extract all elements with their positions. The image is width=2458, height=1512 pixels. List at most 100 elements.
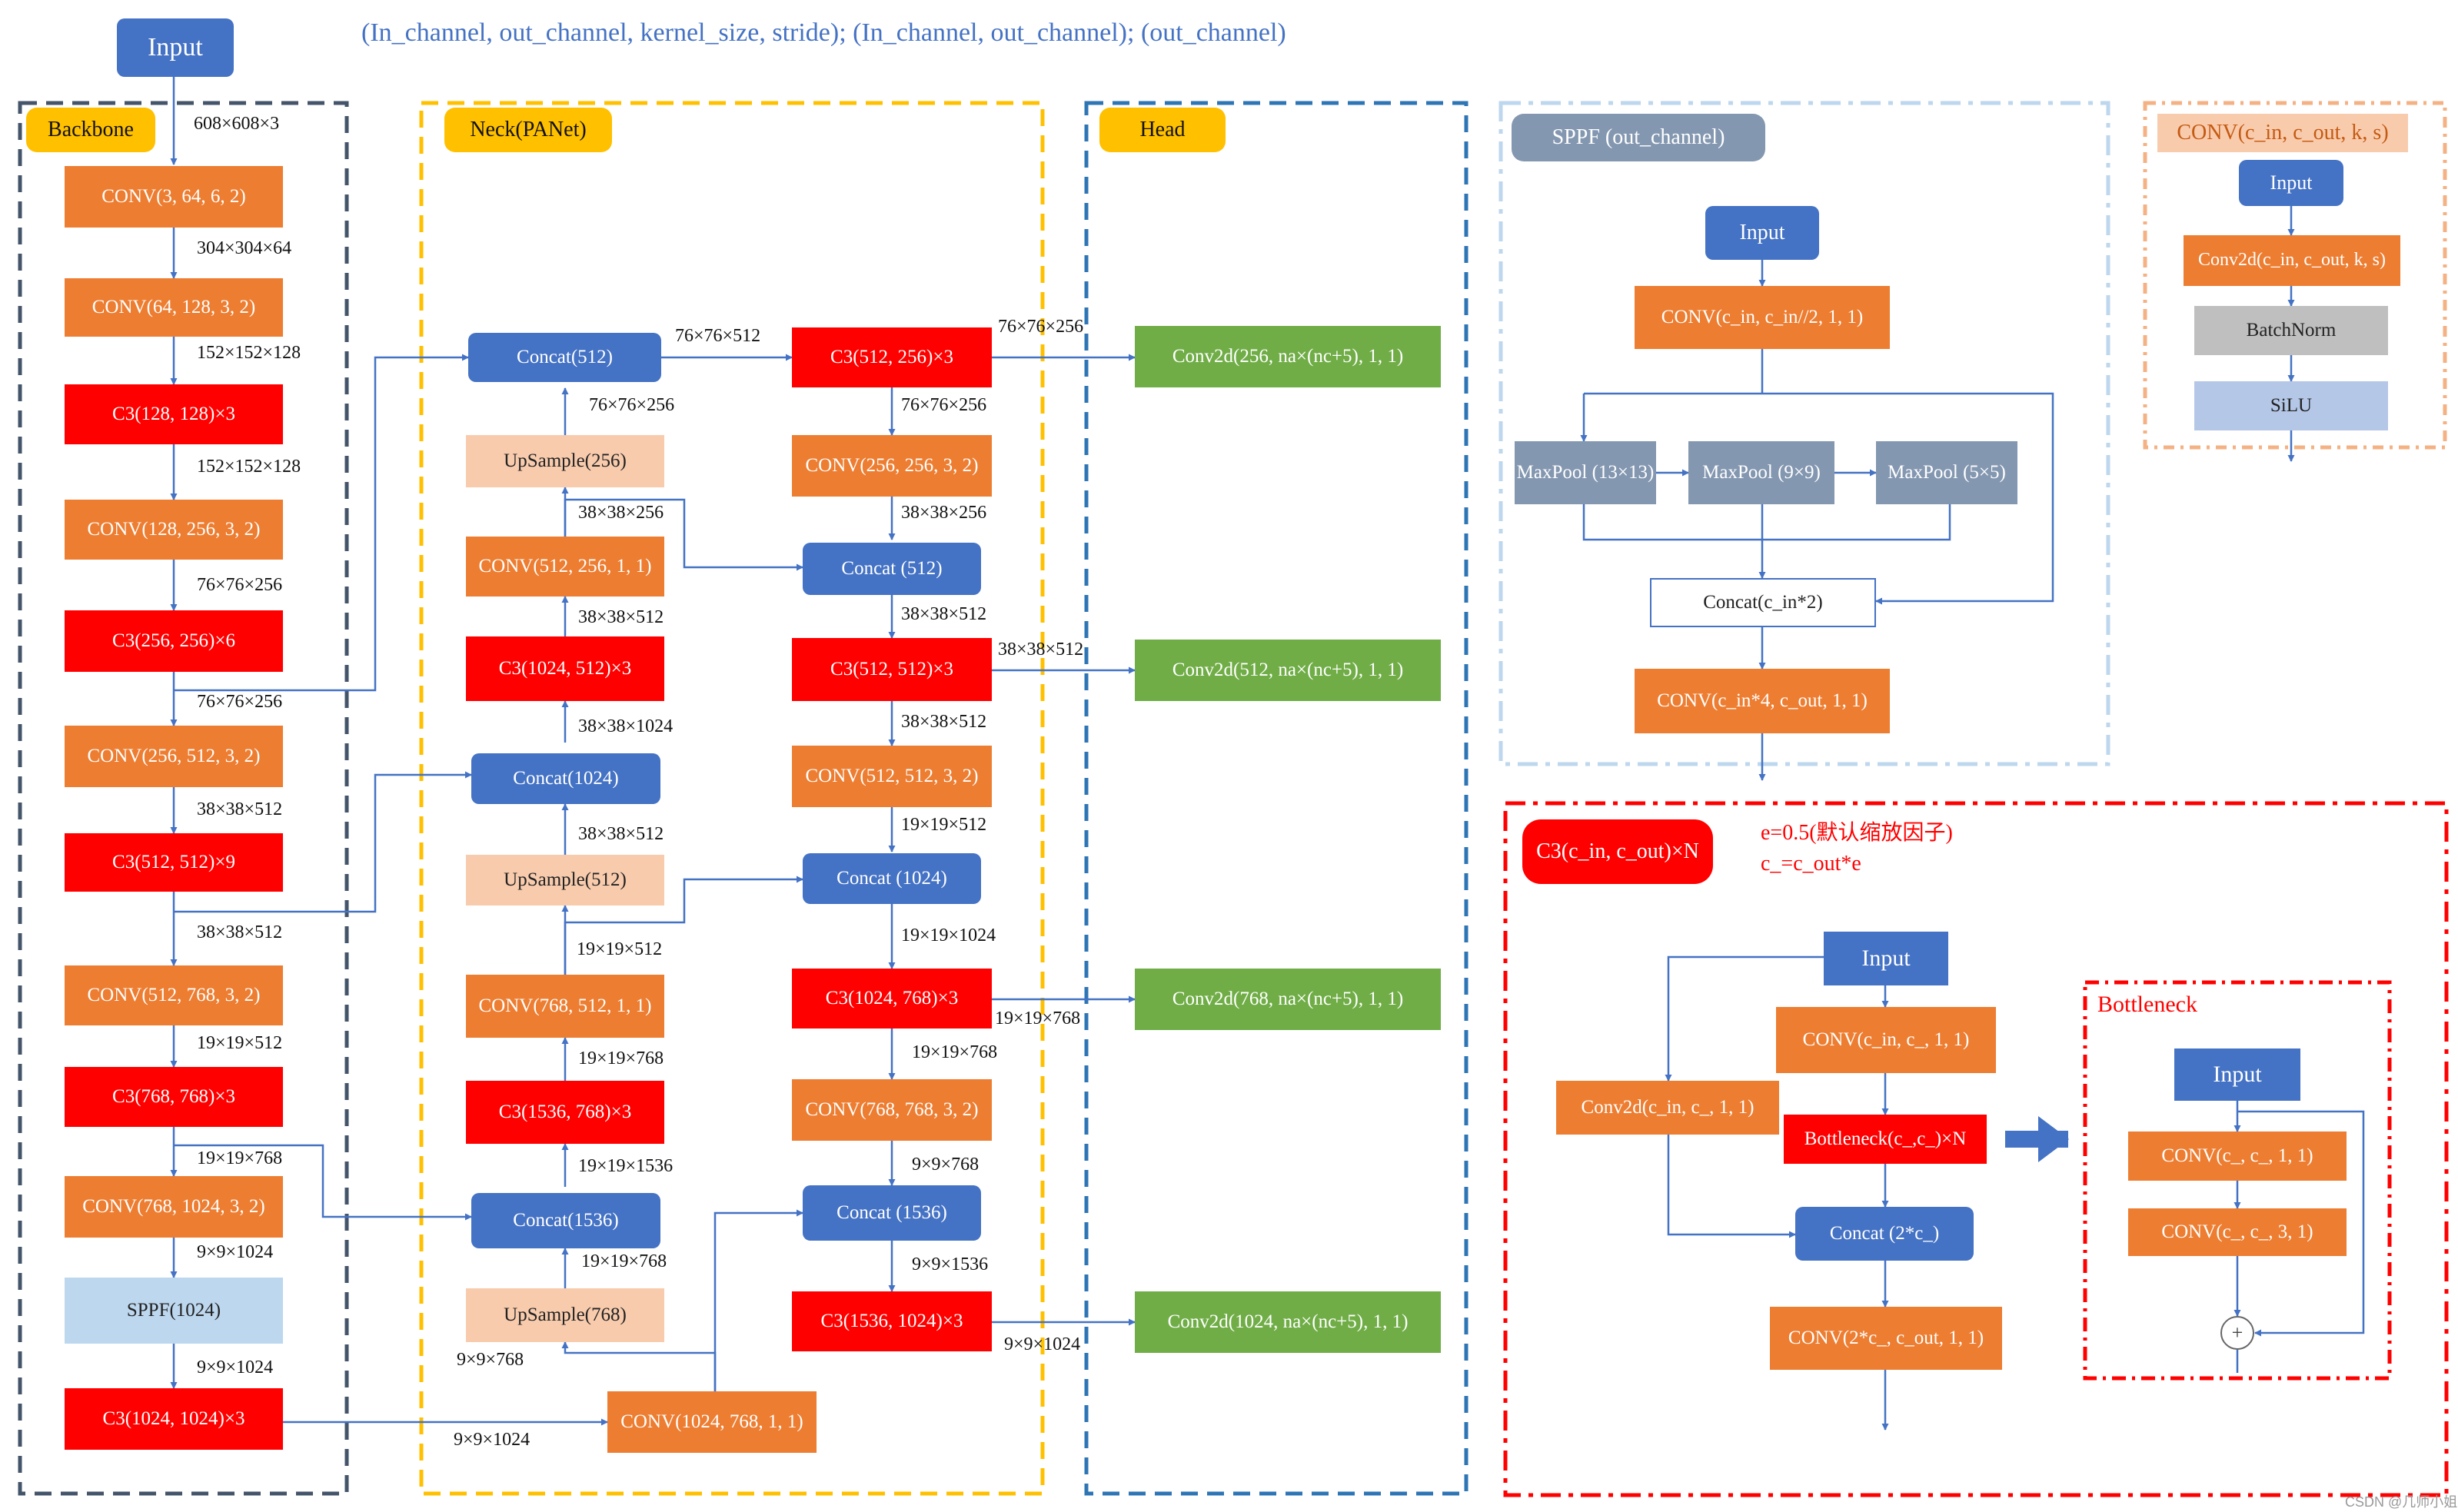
pan-c3-512-256: C3(512, 256)×3	[792, 327, 992, 387]
head-tag: Head	[1099, 108, 1226, 152]
bottleneck-input: Input	[2174, 1048, 2300, 1101]
shape-label: 76×76×256	[589, 395, 675, 415]
neck-concat-512: Concat(512)	[468, 333, 661, 382]
shape-label: 38×38×512	[197, 922, 283, 942]
watermark: CSDN @几师小姐	[2345, 1494, 2458, 1510]
shape-label: 152×152×128	[197, 457, 301, 477]
neck-c3-1536-768: C3(1536, 768)×3	[466, 1081, 664, 1144]
shape-label: 152×152×128	[197, 343, 301, 363]
pan-conv-768-768: CONV(768, 768, 3, 2)	[792, 1079, 992, 1141]
conv-block-conv2d: Conv2d(c_in, c_out, k, s)	[2184, 235, 2400, 286]
shape-label: 38×38×512	[901, 712, 987, 732]
c3-bottleneck: Bottleneck(c_,c_)×N	[1784, 1115, 1987, 1164]
pan-concat-1536: Concat (1536)	[803, 1185, 981, 1241]
backbone-frame	[18, 101, 349, 1496]
pan-concat-1024: Concat (1024)	[803, 853, 981, 904]
neck-conv-768-512: CONV(768, 512, 1, 1)	[466, 975, 664, 1038]
head-conv2d-768: Conv2d(768, na×(nc+5), 1, 1)	[1135, 969, 1441, 1030]
shape-label: 76×76×256	[998, 317, 1084, 337]
backbone-c3-4: C3(768, 768)×3	[65, 1067, 283, 1127]
shape-label: 19×19×512	[577, 939, 663, 959]
shape-label: 19×19×768	[995, 1009, 1081, 1028]
sppf-maxpool-5: MaxPool (5×5)	[1876, 441, 2017, 504]
neck-frame	[419, 101, 1045, 1496]
shape-label: 19×19×768	[197, 1148, 283, 1168]
c3-frame	[1503, 801, 2449, 1497]
sppf-maxpool-9: MaxPool (9×9)	[1688, 441, 1834, 504]
shape-label: 9×9×1536	[912, 1254, 989, 1274]
c3-concat: Concat (2*c_)	[1795, 1207, 1974, 1261]
shape-label: 38×38×256	[578, 503, 664, 523]
shape-label: 19×19×768	[581, 1251, 667, 1271]
shape-label: 38×38×512	[578, 607, 664, 627]
neck-upsample-768: UpSample(768)	[466, 1288, 664, 1342]
sppf-frame	[1498, 101, 2110, 766]
sppf-conv-out: CONV(c_in*4, c_out, 1, 1)	[1635, 669, 1890, 733]
shape-label: 38×38×512	[578, 824, 664, 844]
backbone-c3-2: C3(256, 256)×6	[65, 610, 283, 672]
conv-block-batchnorm: BatchNorm	[2194, 306, 2388, 355]
backbone-tag: Backbone	[26, 108, 155, 152]
c3-conv-out: CONV(2*c_, c_out, 1, 1)	[1770, 1307, 2002, 1370]
bottleneck-tag: Bottleneck	[2097, 992, 2197, 1017]
c3-conv-main: CONV(c_in, c_, 1, 1)	[1776, 1007, 1996, 1073]
neck-conv-1024-768: CONV(1024, 768, 1, 1)	[607, 1391, 817, 1453]
conv-block-silu: SiLU	[2194, 381, 2388, 430]
shape-label: 38×38×256	[901, 503, 987, 523]
shape-label: 9×9×1024	[454, 1430, 531, 1450]
backbone-c3-3: C3(512, 512)×9	[65, 833, 283, 892]
neck-upsample-512: UpSample(512)	[466, 855, 664, 906]
params-legend: (In_channel, out_channel, kernel_size, s…	[361, 18, 1286, 47]
shape-label: 9×9×768	[457, 1350, 524, 1370]
sppf-input: Input	[1705, 206, 1819, 260]
shape-label: 76×76×512	[675, 326, 761, 346]
backbone-c3-5: C3(1024, 1024)×3	[65, 1388, 283, 1450]
conv-tag: CONV(c_in, c_out, k, s)	[2157, 114, 2408, 152]
c3-note-scale: e=0.5(默认缩放因子)	[1761, 821, 1953, 845]
shape-label: 38×38×512	[901, 604, 987, 624]
sppf-concat: Concat(c_in*2)	[1650, 578, 1876, 627]
shape-label: 19×19×512	[901, 815, 987, 835]
shape-label: 38×38×512	[998, 640, 1084, 660]
global-input: Input	[117, 18, 234, 77]
shape-label: 9×9×1024	[197, 1357, 274, 1377]
c3-note-channels: c_=c_out*e	[1761, 852, 1861, 876]
shape-label: 608×608×3	[194, 114, 280, 134]
sppf-tag: SPPF (out_channel)	[1512, 114, 1765, 161]
backbone-sppf: SPPF(1024)	[65, 1278, 283, 1344]
shape-label: 9×9×1024	[197, 1242, 274, 1262]
c3-input: Input	[1824, 932, 1948, 985]
backbone-c3-1: C3(128, 128)×3	[65, 384, 283, 444]
shape-label: 38×38×512	[197, 799, 283, 819]
shape-label: 19×19×1024	[901, 925, 996, 945]
bottleneck-conv-1x1: CONV(c_, c_, 1, 1)	[2128, 1132, 2347, 1181]
neck-upsample-256: UpSample(256)	[466, 435, 664, 487]
head-frame	[1084, 101, 1468, 1496]
backbone-conv-6: CONV(768, 1024, 3, 2)	[65, 1176, 283, 1238]
backbone-conv-1: CONV(3, 64, 6, 2)	[65, 166, 283, 228]
shape-label: 304×304×64	[197, 238, 292, 258]
conv-block-input: Input	[2239, 160, 2343, 206]
head-conv2d-512: Conv2d(512, na×(nc+5), 1, 1)	[1135, 640, 1441, 701]
shape-label: 19×19×1536	[578, 1156, 674, 1176]
conv-frame	[2143, 101, 2447, 450]
pan-concat-512: Concat (512)	[803, 543, 981, 595]
shape-label: 9×9×768	[912, 1155, 980, 1175]
pan-conv-256-256: CONV(256, 256, 3, 2)	[792, 435, 992, 497]
shape-label: 76×76×256	[197, 692, 283, 712]
backbone-conv-3: CONV(128, 256, 3, 2)	[65, 500, 283, 560]
bottleneck-frame	[2083, 980, 2392, 1381]
pan-c3-512-512: C3(512, 512)×3	[792, 638, 992, 701]
pan-c3-1536-1024: C3(1536, 1024)×3	[792, 1291, 992, 1351]
backbone-conv-5: CONV(512, 768, 3, 2)	[65, 965, 283, 1025]
sppf-conv-in: CONV(c_in, c_in//2, 1, 1)	[1635, 286, 1890, 349]
neck-tag: Neck(PANet)	[444, 108, 612, 152]
neck-conv-512-256: CONV(512, 256, 1, 1)	[466, 537, 664, 596]
neck-concat-1024: Concat(1024)	[471, 753, 660, 804]
pan-conv-512-512: CONV(512, 512, 3, 2)	[792, 746, 992, 807]
backbone-conv-2: CONV(64, 128, 3, 2)	[65, 278, 283, 337]
neck-c3-1024-512: C3(1024, 512)×3	[466, 636, 664, 701]
bottleneck-add-icon: +	[2220, 1316, 2254, 1350]
head-conv2d-1024: Conv2d(1024, na×(nc+5), 1, 1)	[1135, 1291, 1441, 1353]
